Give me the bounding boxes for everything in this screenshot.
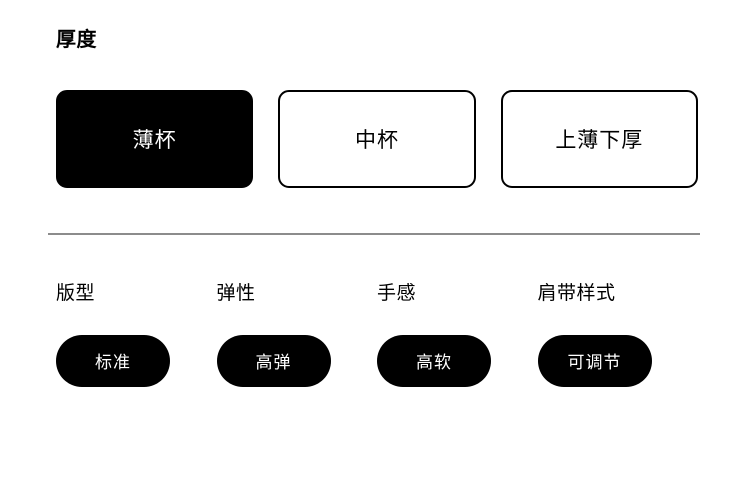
thickness-option-label: 薄杯 bbox=[132, 129, 177, 152]
section-divider bbox=[48, 233, 700, 235]
thickness-option-medium-cup[interactable]: 中杯 bbox=[278, 90, 476, 188]
attribute-column-strap-style: 肩带样式 可调节 bbox=[537, 283, 699, 387]
attribute-label-strap-style: 肩带样式 bbox=[537, 283, 616, 304]
thickness-option-thin-top-thick-bottom[interactable]: 上薄下厚 bbox=[500, 90, 698, 188]
attribute-chip-label: 高弹 bbox=[255, 353, 292, 373]
attribute-chip-feel[interactable]: 高软 bbox=[377, 334, 491, 387]
attribute-chip-label: 高软 bbox=[416, 353, 452, 373]
thickness-option-thin-cup[interactable]: 薄杯 bbox=[56, 90, 254, 188]
attribute-grid: 版型 标准 弹性 高弹 手感 高软 肩带样式 可调节 bbox=[56, 283, 698, 387]
thickness-option-group: 薄杯 中杯 上薄下厚 bbox=[56, 90, 698, 188]
attribute-label-fit: 版型 bbox=[56, 283, 96, 304]
attribute-chip-label: 标准 bbox=[95, 353, 131, 373]
attribute-label-elasticity: 弹性 bbox=[216, 283, 256, 304]
attribute-chip-elasticity[interactable]: 高弹 bbox=[216, 334, 331, 387]
attribute-chip-label: 可调节 bbox=[567, 353, 622, 373]
page-title: 厚度 bbox=[56, 29, 97, 51]
attribute-column-elasticity: 弹性 高弹 bbox=[216, 283, 378, 387]
thickness-option-label: 上薄下厚 bbox=[555, 129, 644, 152]
attribute-chip-strap-style[interactable]: 可调节 bbox=[537, 334, 652, 387]
attribute-chip-fit[interactable]: 标准 bbox=[56, 334, 170, 387]
attribute-column-fit: 版型 标准 bbox=[56, 283, 217, 387]
thickness-option-label: 中杯 bbox=[354, 129, 399, 152]
attribute-label-feel: 手感 bbox=[377, 283, 417, 304]
attribute-column-feel: 手感 高软 bbox=[377, 283, 538, 387]
